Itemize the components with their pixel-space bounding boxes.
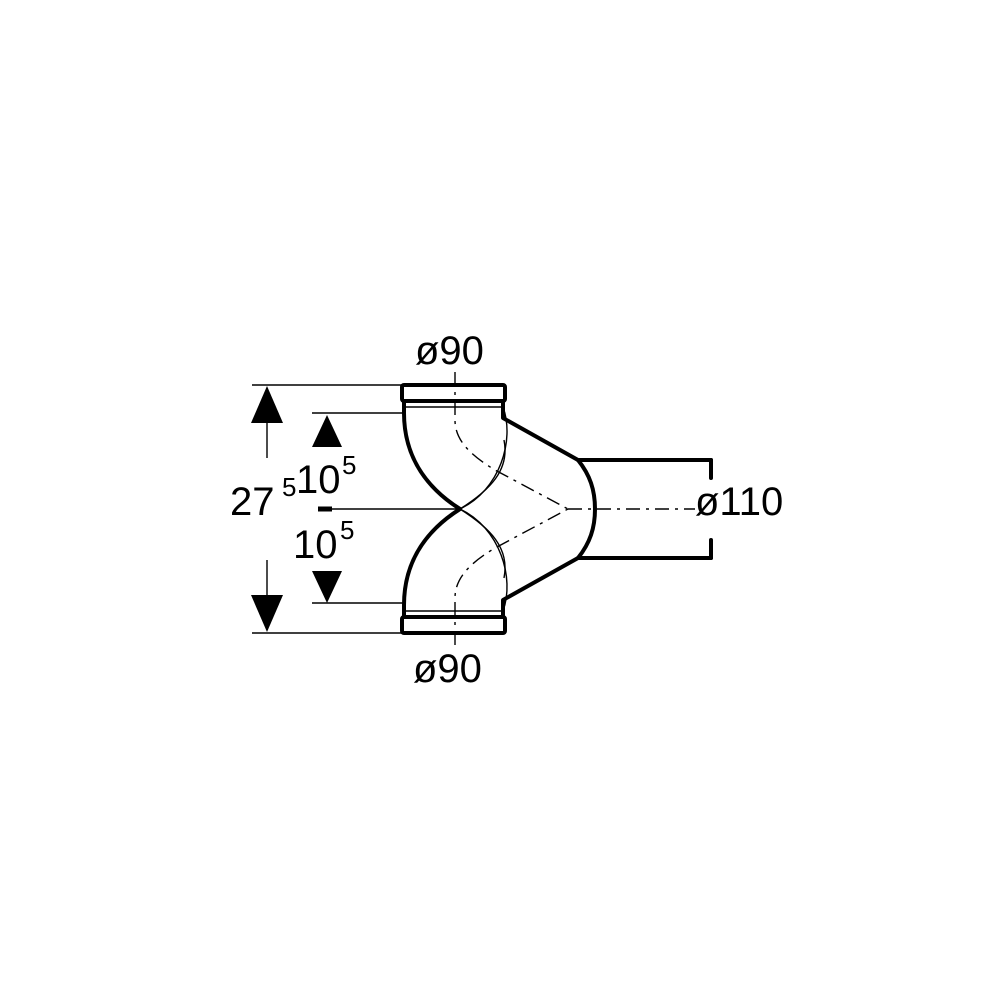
arrow-up-icon (251, 386, 283, 423)
upper-branch-centreline (454, 372, 569, 510)
overall-height-superscript: 5 (282, 472, 296, 502)
inner-upper-cross (459, 439, 506, 510)
lower-offset-superscript: 5 (340, 515, 354, 545)
top-socket-collar (400, 383, 507, 403)
extension-lines (252, 384, 460, 634)
fitting-body (400, 383, 713, 635)
inner-lower-bore (459, 508, 508, 612)
outlet-diameter-label: ø110 (695, 480, 783, 524)
upper-offset-superscript: 5 (342, 450, 356, 480)
lower-branch-centreline (454, 508, 569, 645)
overall-height-dimension: 27 5 (230, 386, 296, 632)
bottom-socket-collar (400, 615, 507, 635)
arrow-down-small-icon (312, 571, 342, 603)
arrow-up-small-icon (312, 415, 342, 447)
overall-height-label: 27 (230, 480, 275, 524)
bottom-port-diameter-label: ø90 (413, 647, 482, 691)
inner-upper-bore (459, 406, 508, 510)
centre-lines (454, 372, 695, 645)
lower-offset-label: 10 (293, 523, 338, 567)
overall-height-main: 27 (230, 480, 275, 524)
outlet-socket-inner (577, 459, 596, 559)
inner-lower-cross (459, 508, 506, 579)
upper-offset-label: 10 (296, 458, 341, 502)
arrow-down-icon (251, 595, 283, 632)
top-port-diameter-label: ø90 (415, 329, 484, 373)
offset-dimensions: 10 5 10 5 (293, 415, 356, 603)
